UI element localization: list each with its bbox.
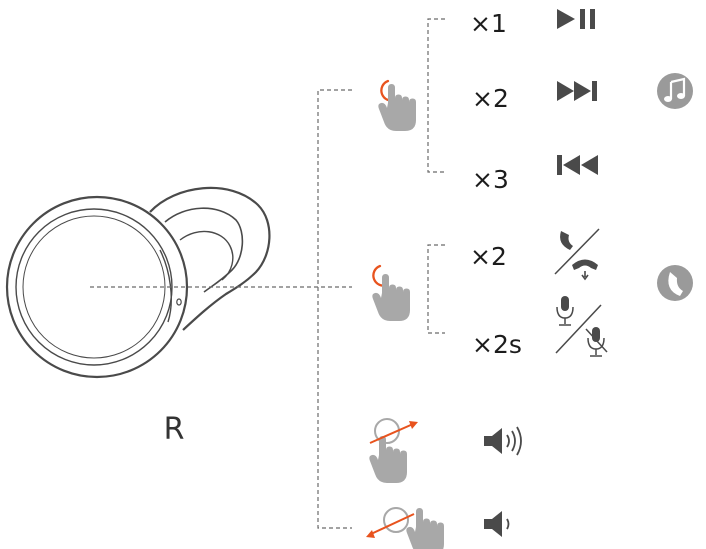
call-bracket bbox=[428, 245, 445, 333]
touch-point-icon bbox=[384, 508, 408, 532]
earbud-illustration bbox=[7, 188, 269, 377]
phone-icon bbox=[657, 265, 693, 301]
hand-icon bbox=[372, 274, 410, 321]
earbud-back-edge bbox=[160, 250, 171, 322]
music-note-icon bbox=[657, 73, 693, 109]
volume-down-icon bbox=[484, 511, 509, 537]
tap-count-label: ×2s bbox=[472, 330, 522, 359]
swipe-down-gesture bbox=[366, 508, 444, 549]
music-bracket bbox=[428, 19, 445, 172]
volume-up-icon bbox=[484, 427, 521, 455]
play-pause-icon bbox=[557, 9, 595, 29]
main-bracket bbox=[318, 90, 352, 528]
tap-count-label: ×2 bbox=[470, 242, 507, 271]
answer-end-call-icon bbox=[555, 229, 599, 279]
earbud-nozzle bbox=[165, 208, 242, 292]
next-track-icon bbox=[557, 81, 597, 101]
tap-count-label: ×2 bbox=[472, 84, 509, 113]
tap-gesture-music bbox=[378, 81, 416, 131]
earbud-inner bbox=[180, 231, 233, 280]
side-label-r: R bbox=[164, 412, 185, 447]
earbud-sensor-dot bbox=[177, 299, 181, 305]
mute-unmute-mic-icon bbox=[556, 296, 607, 356]
tap-count-label: ×1 bbox=[470, 9, 507, 38]
tap-count-label: ×3 bbox=[472, 165, 509, 194]
tap-gesture-calls bbox=[372, 266, 410, 321]
previous-track-icon bbox=[557, 155, 598, 175]
swipe-up-gesture bbox=[369, 419, 418, 483]
hand-icon bbox=[378, 84, 416, 131]
